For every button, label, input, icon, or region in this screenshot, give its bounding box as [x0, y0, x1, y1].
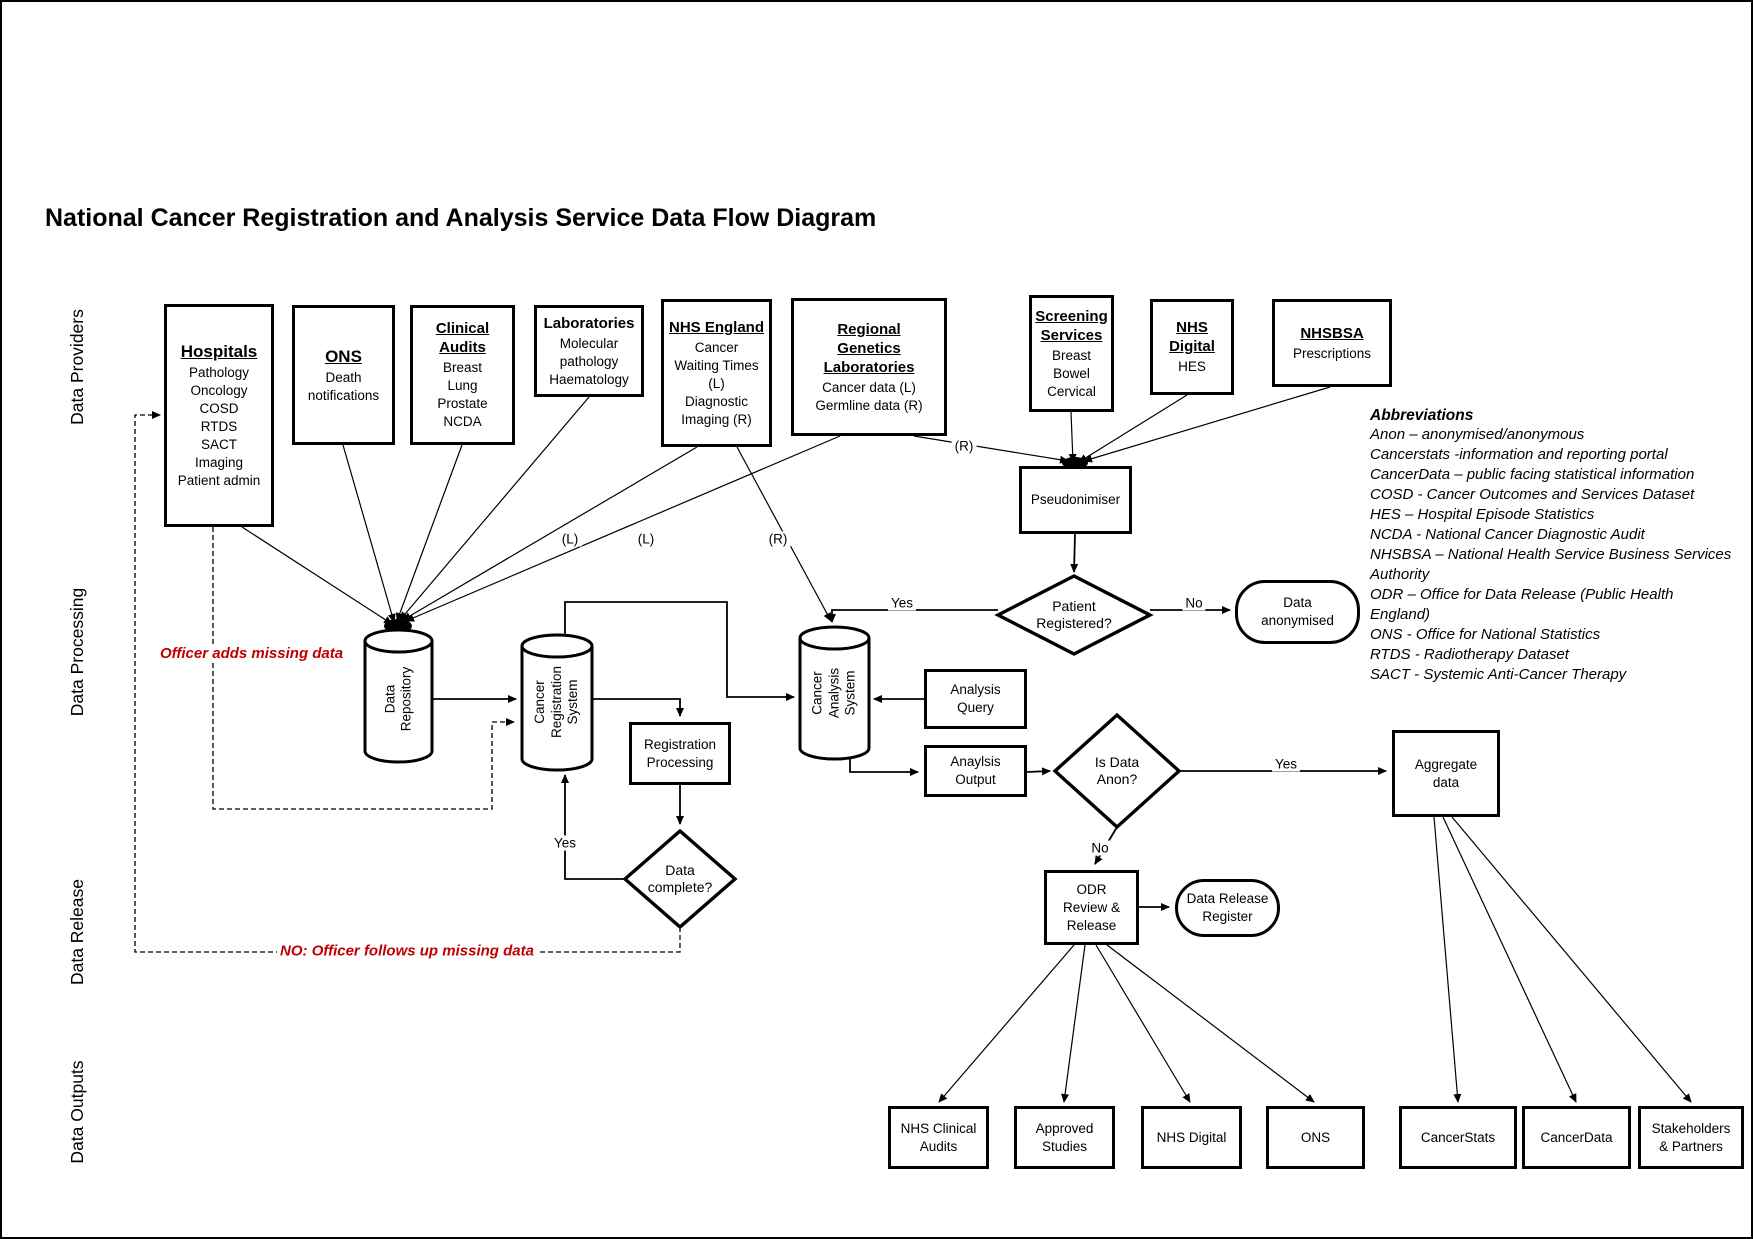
provider-heading: Laboratories — [543, 314, 635, 332]
provider-items: Prescriptions — [1292, 345, 1372, 361]
provider-heading: NHSBSA — [1300, 324, 1364, 342]
lane-label-data-processing: Data Processing — [66, 587, 87, 717]
edge-label-r1: (R) — [765, 531, 791, 547]
edge-label-patient-yes: Yes — [887, 595, 917, 611]
edge-label-anon-yes: Yes — [1271, 756, 1301, 772]
provider-heading: NHS England — [668, 318, 764, 336]
note-officer-follows-up: NO: Officer follows up missing data — [277, 942, 537, 960]
decision-shapes — [622, 574, 1182, 930]
edge-label-anon-no: No — [1088, 840, 1112, 856]
note-officer-adds-missing-data: Officer adds missing data — [157, 645, 347, 662]
abbreviations-list: Abbreviations Anon – anonymised/anonymou… — [1370, 406, 1735, 685]
cylinder-shapes — [363, 625, 871, 772]
output-box-stakeholders-partners: Stakeholders& Partners — [1638, 1106, 1744, 1169]
lane-label-data-outputs: Data Outputs — [66, 1060, 87, 1164]
edge-label-r2: (R) — [951, 438, 977, 454]
output-box-cancerdata: CancerData — [1522, 1106, 1631, 1169]
provider-box-nhsbsa: NHSBSA Prescriptions — [1272, 299, 1392, 387]
pseudonimiser-box: Pseudonimiser — [1019, 466, 1132, 534]
edge-label-complete-yes: Yes — [550, 835, 580, 851]
provider-items: HES — [1178, 359, 1206, 374]
provider-heading: ONS — [325, 346, 362, 366]
abbreviations-heading: Abbreviations — [1370, 407, 1474, 424]
lane-label-data-providers: Data Providers — [66, 309, 87, 425]
edge-label-l1: (L) — [558, 531, 582, 547]
page-title: National Cancer Registration and Analysi… — [45, 204, 877, 232]
lane-label-data-release: Data Release — [66, 878, 87, 986]
edge-label-patient-no: No — [1182, 595, 1206, 611]
output-box-nhs-digital: NHS Digital — [1141, 1106, 1242, 1169]
output-box-cancerstats: CancerStats — [1399, 1106, 1517, 1169]
output-box-ons: ONS — [1266, 1106, 1365, 1169]
edge-label-l2: (L) — [634, 531, 658, 547]
provider-heading: Hospitals — [180, 342, 258, 361]
provider-items: Cancer data (L)Germline data (R) — [815, 379, 923, 413]
